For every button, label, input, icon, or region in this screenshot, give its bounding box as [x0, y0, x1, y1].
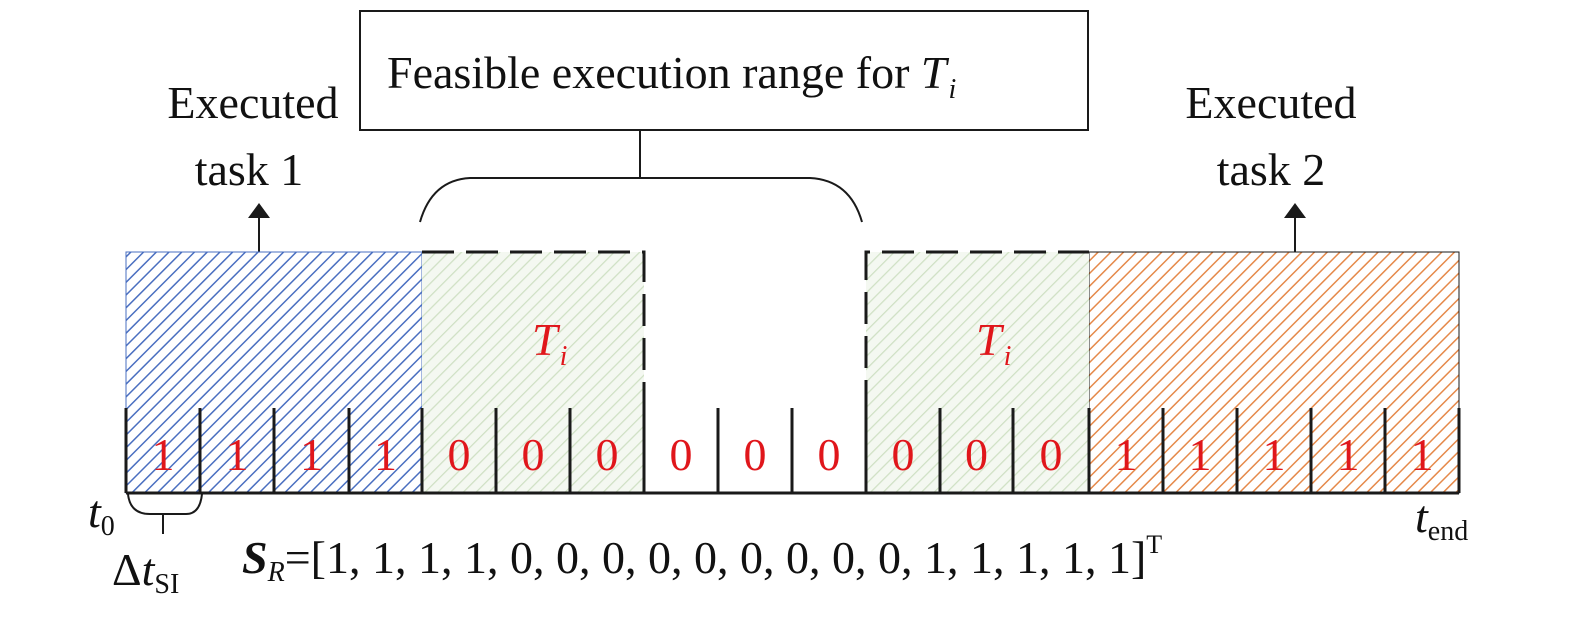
task-ti-block-right [866, 252, 1089, 493]
executed-task-2-block [1088, 251, 1460, 494]
slot-bit-value: 0 [892, 429, 915, 480]
range-label-box [359, 10, 1089, 131]
executed-task-2-line1: Executed [1185, 77, 1356, 128]
slot-bit-value: 0 [448, 429, 471, 480]
slot-bit-value: 1 [152, 429, 175, 480]
t0-label: t0 [88, 486, 115, 542]
task-ti-label-left: Ti [532, 314, 567, 372]
slot-ticks [124, 408, 1461, 493]
task-ti-label-right: Ti [976, 314, 1011, 372]
executed-task-1-line2: task 1 [195, 144, 304, 195]
slot-bit-value: 0 [596, 429, 619, 480]
slot-bit-value: 0 [744, 429, 767, 480]
slot-bit-value: 1 [1115, 429, 1138, 480]
slot-bit-value: 0 [522, 429, 545, 480]
task-ti-border-right [864, 250, 1089, 412]
slot-bit-value: 1 [1411, 429, 1434, 480]
executed-task-2-line2: task 2 [1217, 144, 1326, 195]
executed-task-1-line1: Executed [167, 77, 338, 128]
slot-bit-value: 1 [1263, 429, 1286, 480]
slot-bit-value: 1 [226, 429, 249, 480]
vector-sr: SR=[1, 1, 1, 1, 0, 0, 0, 0, 0, 0, 0, 0, … [242, 530, 1162, 588]
slot-bit-value: 0 [1040, 429, 1063, 480]
slot-bit-value: 0 [818, 429, 841, 480]
arrow-up-icon [1284, 203, 1306, 252]
t-end-label: tend [1415, 491, 1468, 547]
slot-bit-value: 1 [300, 429, 323, 480]
slot-bit-value: 0 [670, 429, 693, 480]
delta-t-brace [127, 493, 203, 515]
slot-bit-value: 1 [1189, 429, 1212, 480]
slot-bit-value: 0 [965, 429, 988, 480]
task-ti-border-left [422, 250, 646, 412]
curly-brace-icon [419, 177, 863, 223]
slot-bit-value: 1 [374, 429, 397, 480]
range-label: Feasible execution range for Ti [387, 47, 956, 105]
delta-t-label: ΔtSI [112, 544, 179, 600]
slot-bit-value: 1 [1337, 429, 1360, 480]
arrow-up-icon [248, 203, 270, 252]
task-ti-block-left [422, 252, 644, 493]
